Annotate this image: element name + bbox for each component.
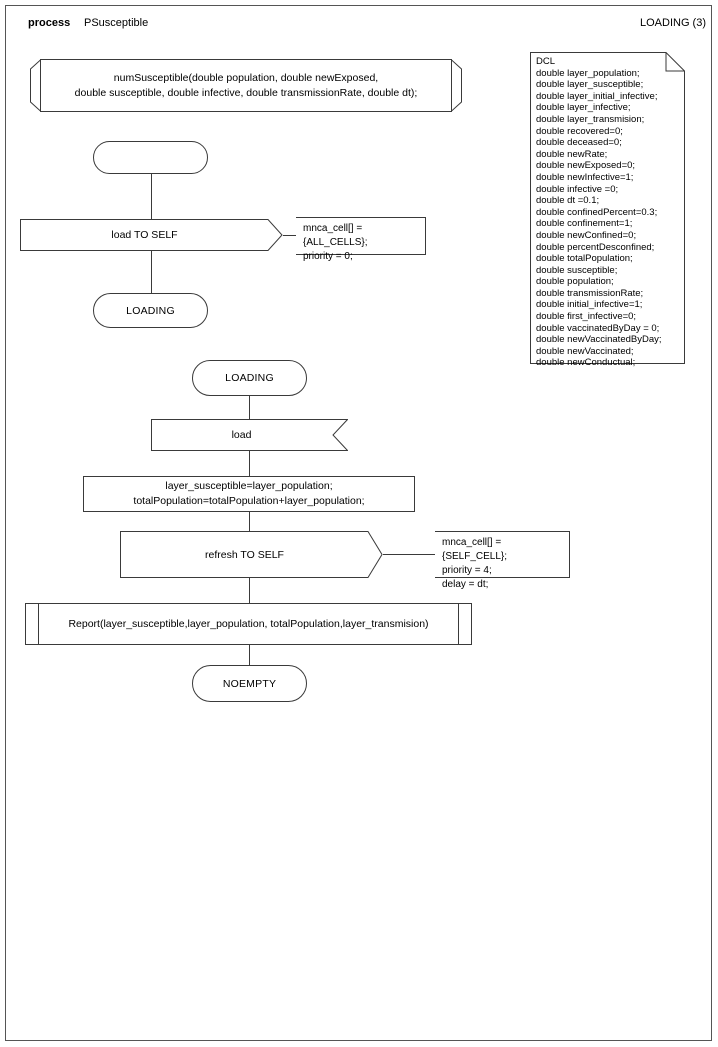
nextstate-loading-1-label: LOADING bbox=[126, 304, 175, 317]
dcl-declarations-text: DCL double layer_population; double laye… bbox=[536, 56, 662, 369]
comment-refresh-to-self[interactable]: mnca_cell[] = {SELF_CELL}; priority = 4;… bbox=[435, 531, 570, 590]
declaration-right-cap bbox=[451, 59, 462, 112]
state-loading-2-label: LOADING bbox=[225, 372, 274, 384]
output-refresh-label: refresh TO SELF bbox=[205, 548, 284, 561]
nextstate-noempty[interactable]: NOEMPTY bbox=[192, 665, 307, 702]
output-refresh-shape bbox=[120, 531, 383, 578]
output-refresh-to-self[interactable]: refresh TO SELF bbox=[120, 531, 383, 578]
comment-load-to-self[interactable]: mnca_cell[] = {ALL_CELLS}; priority = 0; bbox=[296, 217, 426, 262]
nextstate-loading-1[interactable]: LOADING bbox=[93, 293, 208, 328]
procedure-declaration-symbol[interactable]: numSusceptible(double population, double… bbox=[30, 59, 462, 112]
dcl-text-symbol[interactable]: DCL double layer_population; double laye… bbox=[530, 52, 685, 369]
procedure-call-shape bbox=[25, 603, 472, 645]
input-load[interactable]: load bbox=[151, 419, 348, 451]
output-shape bbox=[20, 219, 283, 251]
state-loading-2[interactable]: LOADING bbox=[192, 360, 307, 396]
connector-output-to-procedure bbox=[249, 578, 250, 603]
connector-task-to-output bbox=[249, 512, 250, 531]
comment-lead-line-2 bbox=[383, 554, 435, 555]
connector-state-to-input bbox=[249, 396, 250, 419]
connector-procedure-to-state bbox=[249, 645, 250, 665]
start-symbol[interactable] bbox=[93, 141, 208, 174]
header-page-label: LOADING (3) bbox=[639, 17, 706, 29]
task-assignments-text: layer_susceptible=layer_population; tota… bbox=[133, 480, 365, 507]
declaration-left-cap bbox=[30, 59, 41, 112]
connector-output-to-state bbox=[151, 251, 152, 294]
header-process-name: PSusceptible bbox=[84, 17, 149, 29]
input-shape bbox=[151, 419, 348, 451]
comment-lead-line-1 bbox=[283, 235, 296, 236]
output-load-to-self[interactable]: load TO SELF bbox=[20, 219, 283, 251]
connector-input-to-task bbox=[249, 451, 250, 476]
nextstate-noempty-label: NOEMPTY bbox=[222, 677, 277, 690]
dcl-shape-outline bbox=[530, 52, 685, 364]
procedure-declaration-text: numSusceptible(double population, double… bbox=[40, 59, 452, 112]
procedure-call-report[interactable]: Report(layer_susceptible,layer_populatio… bbox=[25, 603, 472, 645]
output-load-label: load TO SELF bbox=[111, 229, 178, 241]
header-keyword: process bbox=[28, 17, 71, 29]
page-frame bbox=[5, 5, 712, 1041]
connector-start-to-output bbox=[151, 174, 152, 219]
input-load-label: load bbox=[231, 429, 252, 441]
task-assignments[interactable]: layer_susceptible=layer_population; tota… bbox=[83, 476, 415, 512]
procedure-call-label: Report(layer_susceptible,layer_populatio… bbox=[68, 618, 429, 630]
